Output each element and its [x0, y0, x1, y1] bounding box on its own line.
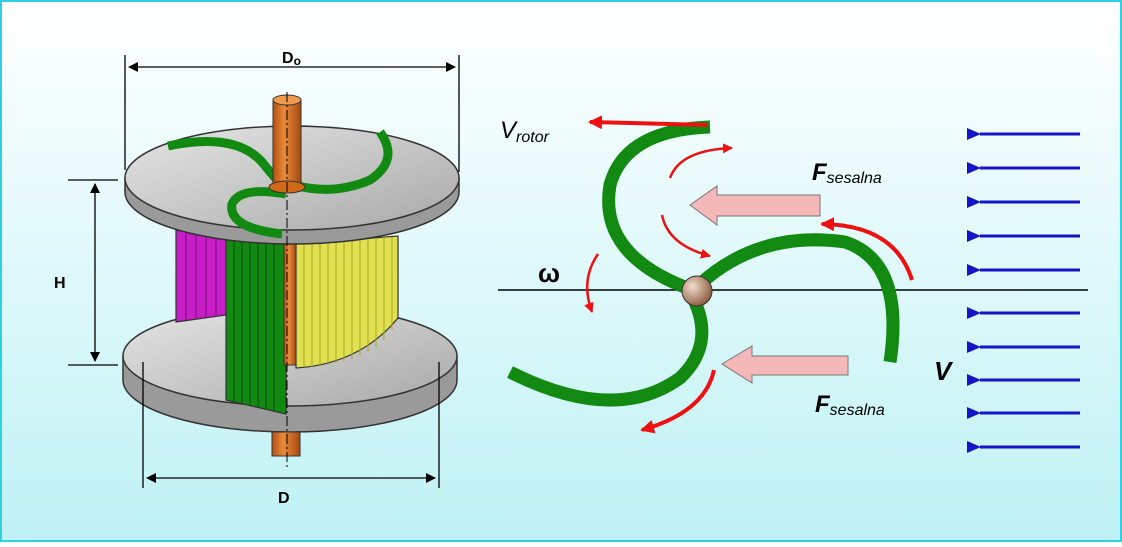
blade-upper [602, 120, 711, 296]
shaft-bottom [271, 431, 301, 457]
dimension-lines [68, 55, 460, 488]
force-arrows [689, 185, 849, 384]
rotor-blades-3d [175, 229, 399, 415]
label-force-lower: Fsesalna [815, 391, 885, 419]
label-height: H [54, 275, 66, 292]
label-rotor-speed: Vrotor [500, 117, 550, 146]
label-force-upper: Fsesalna [812, 159, 882, 187]
blade-lower [507, 297, 709, 407]
force-arrow-lower [721, 345, 849, 384]
blade-right [695, 233, 900, 363]
rotor-top-view-diagram: Vrotor Fsesalna Fsesalna ω V [498, 115, 1088, 453]
label-angular-velocity: ω [538, 258, 560, 288]
wind-arrows [967, 128, 1080, 453]
label-diameter: D [278, 490, 290, 507]
label-outer-diameter: Do [282, 50, 301, 68]
rotor-speed-arrow [588, 115, 709, 130]
force-arrow-upper [689, 185, 821, 226]
rotor-hub [681, 275, 713, 307]
rotor-blades-top-view [507, 120, 900, 407]
rotation-arrows [584, 115, 914, 434]
rotor-3d-illustration: Do H D [54, 50, 460, 507]
label-wind-speed: V [934, 356, 954, 386]
